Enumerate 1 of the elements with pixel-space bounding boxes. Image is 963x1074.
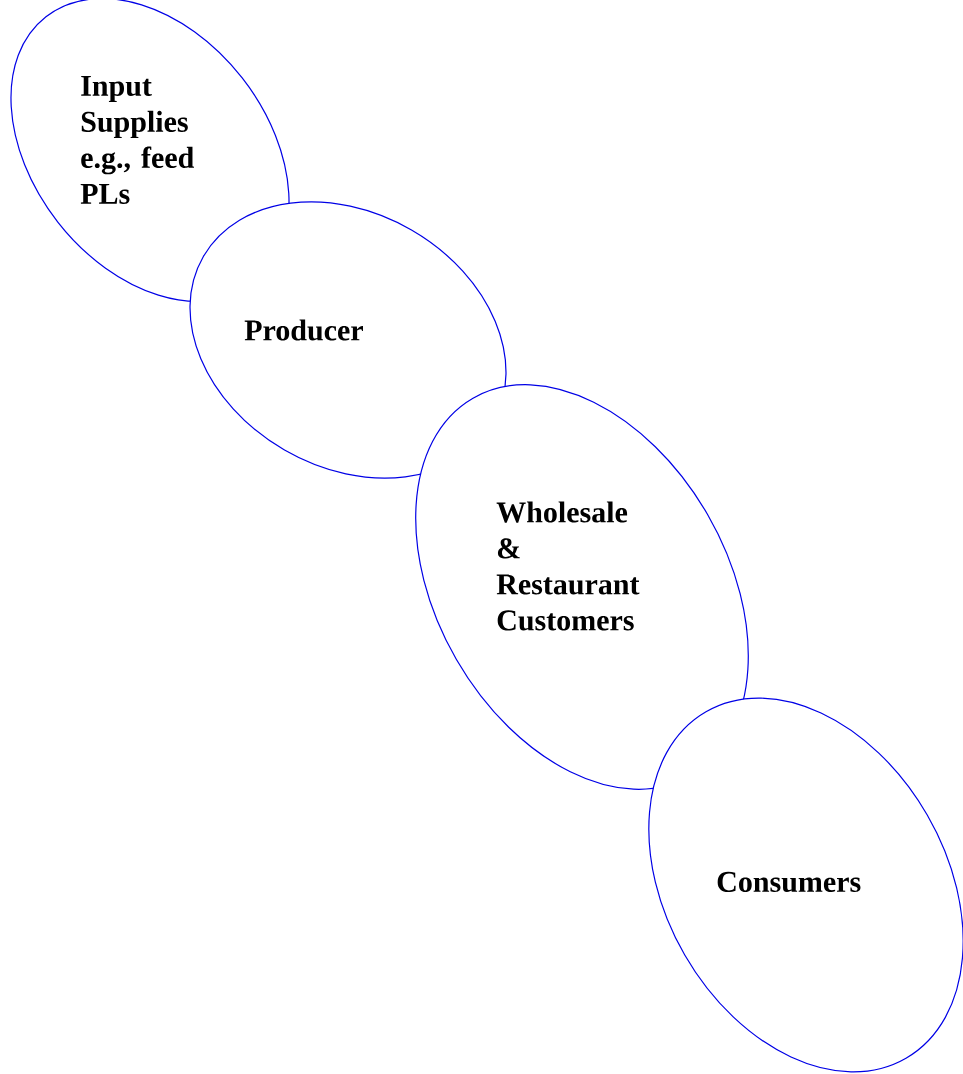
node-label: Consumers	[717, 871, 861, 893]
